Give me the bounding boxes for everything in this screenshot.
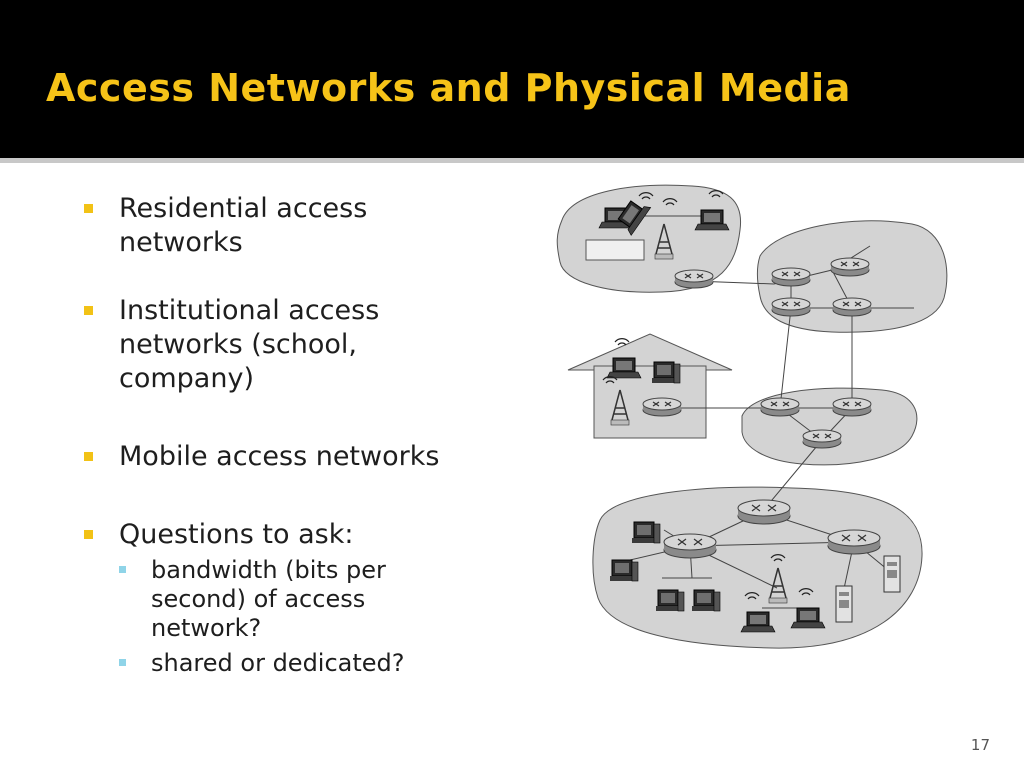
desktop-pc-icon — [609, 559, 639, 582]
desktop-pc-icon — [691, 589, 721, 612]
router-icon — [674, 269, 714, 289]
network-diagram — [556, 184, 948, 649]
desktop-pc-icon — [631, 521, 661, 544]
bullet-item: Questions to ask: — [84, 518, 504, 552]
bullet-list: Residential access networks Institutiona… — [84, 192, 504, 678]
home-roof-icon — [567, 333, 733, 371]
router-icon — [642, 397, 682, 417]
router-icon — [830, 257, 870, 277]
title-divider — [0, 158, 1024, 163]
sub-bullet-item: bandwidth (bits per second) of access ne… — [119, 556, 421, 643]
router-icon — [771, 297, 811, 317]
bullet-marker-icon — [84, 452, 93, 461]
bullet-item: Mobile access networks — [84, 440, 504, 474]
slide-title: Access Networks and Physical Media — [46, 66, 851, 110]
sub-bullet-marker-icon — [119, 566, 126, 573]
bullet-item: Institutional access networks (school, c… — [84, 294, 419, 396]
server-icon — [883, 555, 901, 593]
bullet-marker-icon — [84, 306, 93, 315]
router-icon — [771, 267, 811, 287]
router-icon — [760, 397, 800, 417]
server-icon — [835, 585, 853, 623]
bullet-text: Residential access networks — [119, 193, 368, 258]
desktop-pc-icon — [655, 589, 685, 612]
residential-network-cloud — [556, 184, 742, 293]
bullet-text: Mobile access networks — [119, 441, 440, 472]
bullet-text: Institutional access networks (school, c… — [119, 295, 380, 394]
router-icon — [827, 529, 881, 555]
sub-bullet-marker-icon — [119, 659, 126, 666]
sub-bullet-text: shared or dedicated? — [151, 649, 405, 677]
desktop-pc-icon — [651, 361, 681, 384]
page-number: 17 — [970, 736, 990, 754]
bullet-item: Residential access networks — [84, 192, 419, 260]
router-icon — [802, 429, 842, 449]
cable-headend-box — [585, 239, 645, 261]
router-icon — [663, 533, 717, 559]
bullet-text: Questions to ask: — [119, 519, 354, 550]
sub-bullet-text: bandwidth (bits per second) of access ne… — [151, 556, 386, 642]
router-icon — [832, 297, 872, 317]
router-icon — [737, 499, 791, 525]
router-icon — [832, 397, 872, 417]
bullet-marker-icon — [84, 204, 93, 213]
title-bar — [0, 0, 1024, 158]
sub-bullet-item: shared or dedicated? — [119, 649, 504, 678]
bullet-marker-icon — [84, 530, 93, 539]
